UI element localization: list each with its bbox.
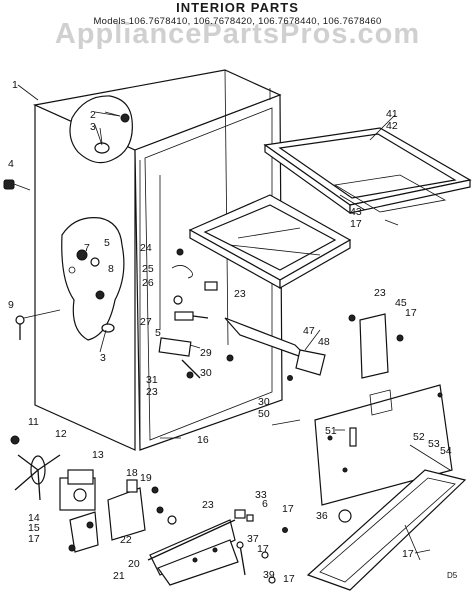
callout-5: 5 bbox=[104, 237, 110, 249]
callout-31: 31 bbox=[146, 374, 158, 386]
callout-50: 50 bbox=[258, 408, 270, 420]
callout-36: 36 bbox=[316, 510, 328, 522]
lower-brackets bbox=[68, 479, 177, 553]
lower-cutaway bbox=[61, 217, 125, 341]
footer-code: D5 bbox=[447, 571, 458, 580]
callout-24: 24 bbox=[140, 242, 152, 254]
callout-27: 27 bbox=[140, 316, 152, 328]
callout-25: 25 bbox=[142, 263, 154, 275]
callout-3: 3 bbox=[90, 121, 96, 133]
light-housing bbox=[147, 519, 239, 586]
callout-43: 43 bbox=[350, 206, 362, 218]
diagram-title: INTERIOR PARTS bbox=[176, 0, 299, 15]
callout-41: 41 bbox=[386, 108, 398, 120]
callout-26: 26 bbox=[142, 277, 154, 289]
callout-48: 48 bbox=[318, 336, 330, 348]
callout-17c: 17 bbox=[282, 503, 294, 515]
callout-17e: 17 bbox=[257, 543, 269, 555]
shelf-frame-lower bbox=[188, 194, 352, 290]
callout-30a: 30 bbox=[200, 367, 212, 379]
callout-labels: 1 2 3 4 7 5 8 9 3 24 25 26 23 27 5 29 30… bbox=[8, 79, 458, 585]
callout-17b: 17 bbox=[405, 307, 417, 319]
center-hardware bbox=[158, 248, 326, 381]
upper-cutaway bbox=[69, 95, 133, 164]
callout-3b: 3 bbox=[100, 352, 106, 364]
callout-45: 45 bbox=[395, 297, 407, 309]
callout-17f: 17 bbox=[283, 573, 295, 585]
rear-panel-50 bbox=[314, 384, 453, 506]
callout-52: 52 bbox=[413, 431, 425, 443]
callout-30b: 30 bbox=[258, 396, 270, 408]
callout-53: 53 bbox=[428, 438, 440, 450]
callout-23c: 23 bbox=[374, 287, 386, 299]
callout-33: 33 bbox=[255, 489, 267, 501]
callout-42: 42 bbox=[386, 120, 398, 132]
callout-11: 11 bbox=[28, 416, 39, 428]
drain-tray bbox=[306, 469, 467, 591]
callout-21: 21 bbox=[113, 570, 125, 582]
callout-29: 29 bbox=[200, 347, 212, 359]
callout-1: 1 bbox=[12, 79, 18, 91]
callout-20: 20 bbox=[128, 558, 140, 570]
callout-16: 16 bbox=[197, 434, 209, 446]
callout-4: 4 bbox=[8, 158, 14, 170]
callout-51: 51 bbox=[325, 425, 337, 437]
callout-7: 7 bbox=[84, 242, 90, 254]
callout-47: 47 bbox=[303, 325, 315, 337]
callout-8: 8 bbox=[108, 263, 114, 275]
part-45-plate bbox=[348, 313, 404, 379]
callout-6: 6 bbox=[262, 498, 268, 510]
evaporator-fan bbox=[10, 435, 96, 511]
callout-54: 54 bbox=[440, 445, 452, 457]
callout-17a: 17 bbox=[350, 218, 362, 230]
callout-15: 15 bbox=[28, 522, 40, 534]
callout-23d: 23 bbox=[202, 499, 214, 511]
part-9-screw bbox=[15, 309, 61, 340]
leader-lines bbox=[17, 84, 451, 554]
callout-23b: 23 bbox=[146, 386, 158, 398]
callout-17d: 17 bbox=[28, 533, 40, 545]
callout-37: 37 bbox=[247, 533, 259, 545]
callout-39: 39 bbox=[263, 569, 275, 581]
callout-17g: 17 bbox=[402, 548, 414, 560]
callout-12: 12 bbox=[55, 428, 67, 440]
callout-2: 2 bbox=[90, 109, 96, 121]
misc-hardware bbox=[234, 509, 288, 584]
callout-5b: 5 bbox=[155, 327, 161, 339]
callout-23a: 23 bbox=[234, 288, 246, 300]
part-4-knob bbox=[3, 179, 31, 191]
callout-13: 13 bbox=[92, 449, 104, 461]
model-numbers: Models 106.7678410, 106.7678420, 106.767… bbox=[93, 16, 382, 27]
callout-18: 18 bbox=[126, 467, 138, 479]
callout-14: 14 bbox=[28, 512, 40, 524]
callout-19: 19 bbox=[140, 472, 152, 484]
callout-22: 22 bbox=[120, 534, 132, 546]
shelf-frame-upper bbox=[263, 127, 472, 215]
callout-9: 9 bbox=[8, 299, 14, 311]
